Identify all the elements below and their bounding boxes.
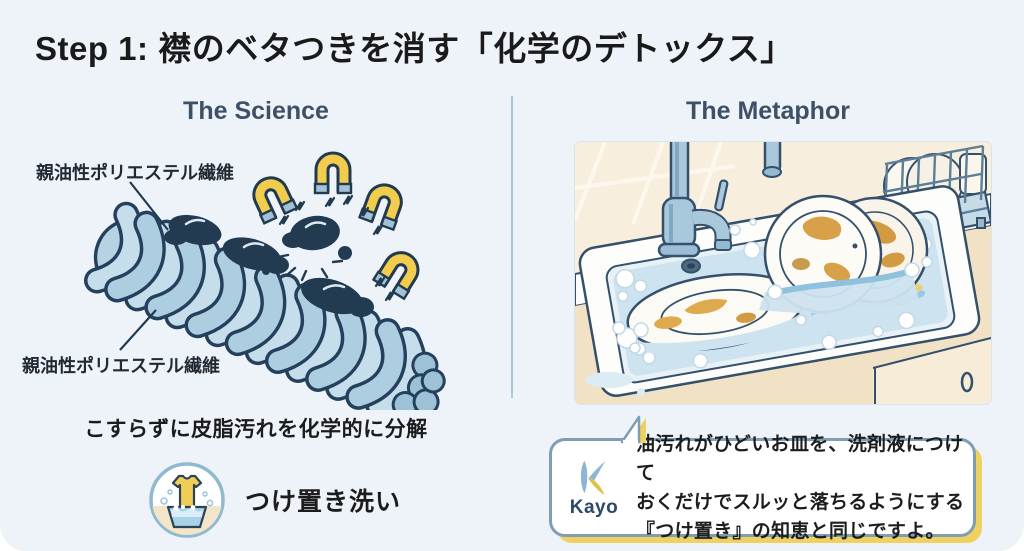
cabinet-handle — [960, 371, 974, 393]
impact-lines — [276, 253, 344, 282]
bubble-line-3: 『つけ置き』の知恵と同じですよ。 — [636, 520, 945, 542]
kayo-logo-block: Kayo — [552, 457, 636, 519]
flat-plate — [623, 273, 812, 356]
science-caption: こすらずに皮脂汚れを化学的に分解 — [84, 418, 428, 441]
oil-blob-floating — [282, 215, 352, 260]
spark-marks — [278, 194, 396, 302]
soak-wash-label: つけ置き洗い — [245, 488, 402, 516]
magnet-icon — [371, 244, 427, 301]
label-leader-lines — [119, 181, 169, 351]
metaphor-column-header: The Metaphor — [686, 97, 850, 125]
tshirt-icon — [171, 474, 203, 510]
kayo-logo-icon — [580, 460, 606, 495]
water-puddle — [585, 372, 633, 388]
bubble-line-1: 油汚れがひどいお皿を、洗剤液につけて — [636, 433, 964, 484]
speech-bubble-text: 油汚れがひどいお皿を、洗剤液につけて おくだけでスルッと落ちるようにする 『つけ… — [636, 430, 973, 546]
science-column-header: The Science — [183, 97, 329, 125]
magnet-icon — [313, 151, 353, 195]
magnet-icon — [245, 170, 299, 225]
oil-blob — [164, 214, 374, 317]
cabinet — [873, 338, 991, 404]
bubble-line-2: おくだけでスルッと落ちるようにする — [636, 491, 965, 513]
fiber-label-top: 親油性ポリエステル繊維 — [36, 163, 234, 183]
column-divider — [511, 96, 513, 398]
soak-wash-icon — [149, 462, 225, 538]
speech-bubble-tail — [620, 415, 646, 444]
soak-wash-row: つけ置き洗い — [147, 460, 401, 540]
fiber-rope — [84, 201, 446, 410]
suds — [612, 218, 757, 354]
faucet-icon — [657, 142, 782, 258]
fiber-label-bottom: 親油性ポリエステル繊維 — [22, 356, 220, 376]
kayo-logo-text: Kayo — [569, 496, 619, 518]
sink-illustration — [575, 142, 991, 404]
magnet-icon — [358, 178, 409, 232]
fiber-bundle-illustration — [84, 151, 446, 410]
kayo-speech-bubble: Kayo 油汚れがひどいお皿を、洗剤液につけて おくだけでスルッと落ちるようにす… — [549, 415, 976, 542]
page-title: Step 1: 襟のベタつきを消す「化学のデトックス」 — [35, 30, 794, 67]
